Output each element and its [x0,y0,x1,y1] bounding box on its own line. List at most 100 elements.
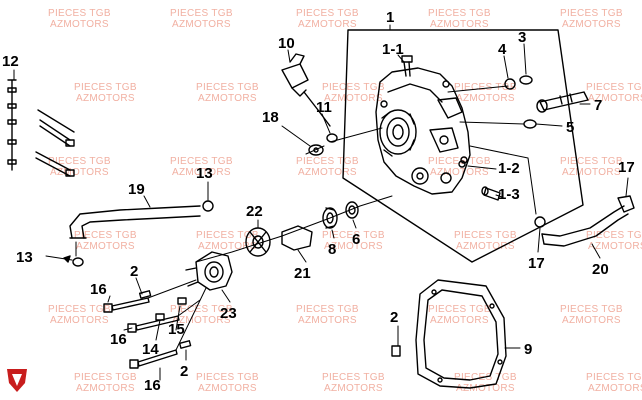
watermark-line2: AZMOTORS [429,19,489,30]
washer-part-11 [326,133,338,143]
clamp-part-17-left [534,216,546,228]
brand-logo-icon [7,369,27,392]
callout-14: 14 [142,341,159,358]
watermark-line1: PIECES TGB [454,82,517,93]
watermark-line2: AZMOTORS [587,241,642,252]
watermark-line1: PIECES TGB [296,8,359,19]
watermark-line1: PIECES TGB [170,304,233,315]
watermark-line2: AZMOTORS [561,315,621,326]
watermark-line2: AZMOTORS [75,241,135,252]
watermark-line2: AZMOTORS [455,93,515,104]
callout-1: 1 [386,9,394,26]
watermark-line1: PIECES TGB [322,82,385,93]
watermark-line2: AZMOTORS [455,383,515,394]
seal-part-8 [322,207,338,229]
assembly-axis-line [195,195,393,263]
callout-22: 22 [246,203,263,220]
callout-labels: 1 1-1 1-2 1-3 2 2 2 3 4 5 6 7 8 9 10 11 … [2,9,635,394]
watermark-line1: PIECES TGB [586,372,642,383]
watermark-line2: AZMOTORS [587,93,642,104]
pin-part-2a [138,290,152,299]
watermark-line2: AZMOTORS [455,241,515,252]
watermark-line1: PIECES TGB [170,8,233,19]
watermark-line1: PIECES TGB [560,304,623,315]
dipstick-part-7 [536,91,589,113]
watermark-line2: AZMOTORS [197,93,257,104]
watermark-line1: PIECES TGB [296,156,359,167]
callout-17-left: 17 [528,255,545,272]
callout-15: 15 [168,321,185,338]
pin-part-2c [391,345,401,357]
watermark-line1: PIECES TGB [74,82,137,93]
watermark-line1: PIECES TGB [322,372,385,383]
watermark-line2: AZMOTORS [75,383,135,394]
callout-16-upper: 16 [90,281,107,298]
watermark-line2: AZMOTORS [561,19,621,30]
watermark-line2: AZMOTORS [587,383,642,394]
callout-11: 11 [316,99,332,116]
oring-part-5 [523,119,537,129]
watermark-line2: AZMOTORS [323,241,383,252]
watermark-line1: PIECES TGB [48,156,111,167]
watermark-line2: AZMOTORS [297,315,357,326]
oring-part-4 [504,78,516,90]
watermark-line2: AZMOTORS [75,93,135,104]
gasket-part-9 [415,279,507,389]
watermark-line2: AZMOTORS [297,167,357,178]
clamp-part-13-lower [72,257,84,267]
bolt-part-16-lower [129,349,178,369]
watermark-line2: AZMOTORS [171,167,231,178]
watermark-line1: PIECES TGB [428,156,491,167]
watermark-line2: AZMOTORS [297,19,357,30]
watermark-line1: PIECES TGB [322,230,385,241]
watermark-line2: AZMOTORS [429,315,489,326]
callout-21: 21 [294,265,311,282]
sensor-part-10 [281,53,331,127]
watermark-line2: AZMOTORS [323,383,383,394]
cap-part-3 [519,75,533,85]
callout-3: 3 [518,29,526,46]
callout-4: 4 [498,41,507,58]
watermark-line2: AZMOTORS [49,19,109,30]
callout-10: 10 [278,35,295,52]
watermark-line1: PIECES TGB [196,230,259,241]
watermark-line2: AZMOTORS [197,383,257,394]
crankcase-cover-part [375,55,471,195]
callout-1-2: 1-2 [498,160,520,177]
watermark-line1: PIECES TGB [170,156,233,167]
watermark-line1: PIECES TGB [586,82,642,93]
watermark-line1: PIECES TGB [196,82,259,93]
clamp-part-17-right [617,195,635,213]
watermark-line2: AZMOTORS [171,19,231,30]
watermark-line1: PIECES TGB [196,372,259,383]
watermark-line2: AZMOTORS [49,167,109,178]
bolt-set-part-12 [7,79,75,177]
callout-5: 5 [566,119,574,136]
callout-6: 6 [352,231,360,248]
callout-8: 8 [328,241,336,258]
washer-part-15 [177,297,187,305]
gasket-part-21 [281,225,313,251]
watermark-line2: AZMOTORS [323,93,383,104]
bolt-part-16-upper [103,297,150,313]
washer-part-18 [308,144,324,156]
impeller-part-22 [245,227,271,257]
